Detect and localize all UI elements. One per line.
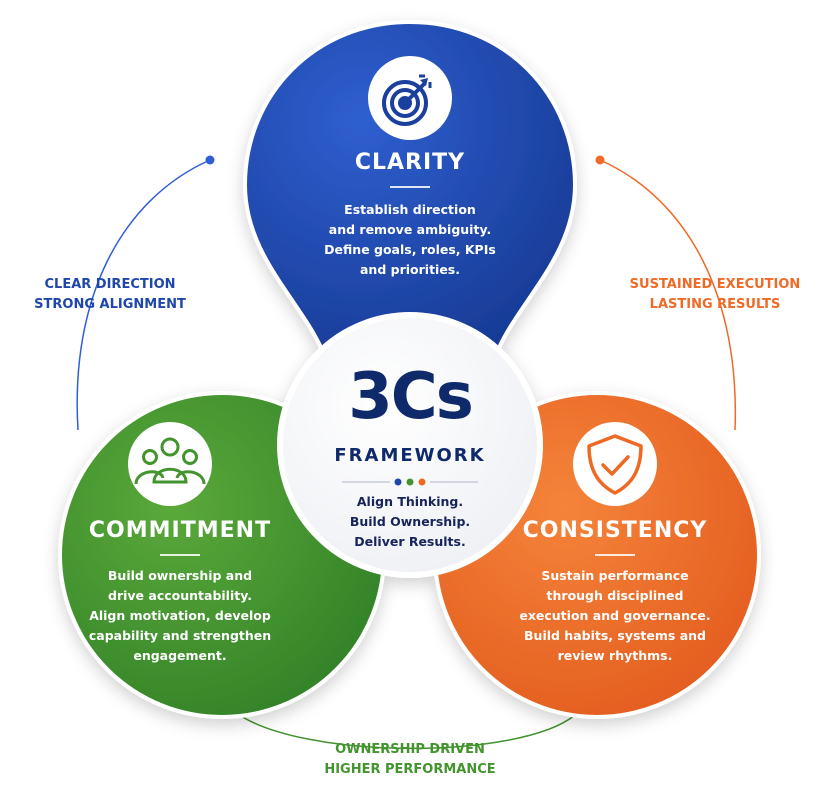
arc-label-right-line: SUSTAINED EXECUTION: [629, 277, 801, 292]
center-dot-blue: [394, 478, 402, 486]
consistency-divider: [595, 554, 635, 556]
commitment-desc-line: capability and strengthen: [88, 628, 272, 643]
clarity-desc-line: Define goals, roles, KPIs: [324, 242, 496, 257]
clarity-divider: [390, 186, 430, 188]
commitment-description: Build ownership and drive accountability…: [70, 566, 290, 666]
center-tagline: Align Thinking. Build Ownership. Deliver…: [320, 492, 500, 552]
consistency-desc-line: Sustain performance: [541, 568, 689, 583]
clarity-desc-line: Establish direction: [344, 202, 476, 217]
arc-label-left-line: STRONG ALIGNMENT: [34, 297, 186, 312]
center-tagline-line: Deliver Results.: [354, 534, 466, 549]
arc-label-left: CLEAR DIRECTION STRONG ALIGNMENT: [30, 275, 190, 315]
arc-right: [599, 159, 737, 431]
consistency-desc-line: review rhythms.: [557, 648, 673, 663]
consistency-desc-line: through disciplined: [546, 588, 684, 603]
clarity-title: CLARITY: [354, 150, 466, 175]
commitment-desc-line: drive accountability.: [108, 588, 252, 603]
clarity-desc-line: and remove ambiguity.: [328, 222, 492, 237]
center-circle: [277, 312, 543, 578]
commitment-desc-line: engagement.: [133, 648, 227, 663]
arc-label-right-line: LASTING RESULTS: [649, 297, 781, 312]
center-dot-orange: [418, 478, 426, 486]
clarity-description: Establish direction and remove ambiguity…: [300, 200, 520, 280]
consistency-description: Sustain performance through disciplined …: [505, 566, 725, 666]
center-tagline-line: Align Thinking.: [356, 494, 464, 509]
target-icon: [382, 74, 432, 126]
people-group-icon: [134, 437, 206, 485]
center-title: 3Cs: [348, 360, 474, 434]
arc-label-bottom-line: HIGHER PERFORMANCE: [324, 762, 496, 777]
center-dot-green: [406, 478, 414, 486]
commitment-title: COMMITMENT: [88, 518, 272, 543]
commitment-divider: [160, 554, 200, 556]
consistency-title: CONSISTENCY: [522, 518, 708, 543]
consistency-desc-line: execution and governance.: [519, 608, 711, 623]
commitment-icon-badge: [128, 422, 212, 506]
arc-bottom: [234, 711, 576, 750]
arc-left-dot: [205, 155, 215, 165]
center-tagline-line: Build Ownership.: [349, 514, 471, 529]
commitment-desc-line: Align motivation, develop: [89, 608, 271, 623]
consistency-desc-line: Build habits, systems and: [524, 628, 706, 643]
arc-label-right: SUSTAINED EXECUTION LASTING RESULTS: [625, 275, 805, 315]
arc-label-bottom: OWNERSHIP DRIVEN HIGHER PERFORMANCE: [300, 740, 520, 780]
shield-check-icon: [587, 434, 643, 495]
arc-right-dot: [595, 155, 605, 165]
arc-label-left-line: CLEAR DIRECTION: [44, 277, 176, 292]
commitment-desc-line: Build ownership and: [107, 568, 253, 583]
center-subtitle: FRAMEWORK: [334, 445, 486, 466]
clarity-desc-line: and priorities.: [360, 262, 460, 277]
arc-left: [76, 159, 211, 431]
arc-label-bottom-line: OWNERSHIP DRIVEN: [335, 742, 485, 757]
